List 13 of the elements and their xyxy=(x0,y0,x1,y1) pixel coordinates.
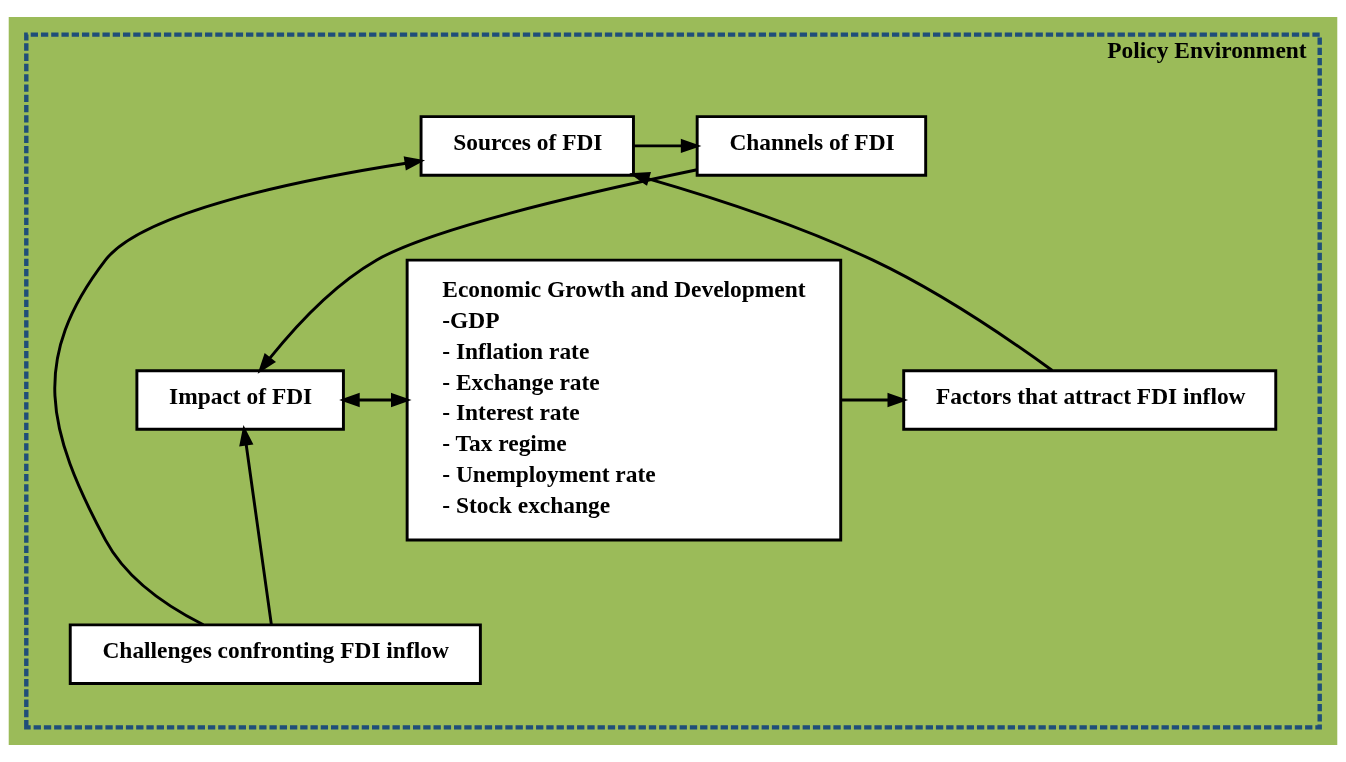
node-box: Impact of FDI xyxy=(135,369,345,431)
node-box: Sources of FDI xyxy=(419,115,635,177)
arrow xyxy=(629,172,1054,372)
arrow xyxy=(257,168,698,374)
node-box: Channels of FDI xyxy=(695,115,928,177)
node-box: Economic Growth and Development -GDP - Inflation rate - Exchange rate - Interest rate - Tax regime - Unemployment rate - Stock exchange xyxy=(405,258,843,542)
arrow xyxy=(633,138,702,154)
arrow xyxy=(339,392,412,408)
node-box: Factors that attract FDI inflow xyxy=(902,369,1278,431)
arrow xyxy=(53,156,426,627)
node-box: Challenges confronting FDI inflow xyxy=(68,623,482,685)
arrow xyxy=(239,425,273,626)
arrow xyxy=(840,392,909,408)
